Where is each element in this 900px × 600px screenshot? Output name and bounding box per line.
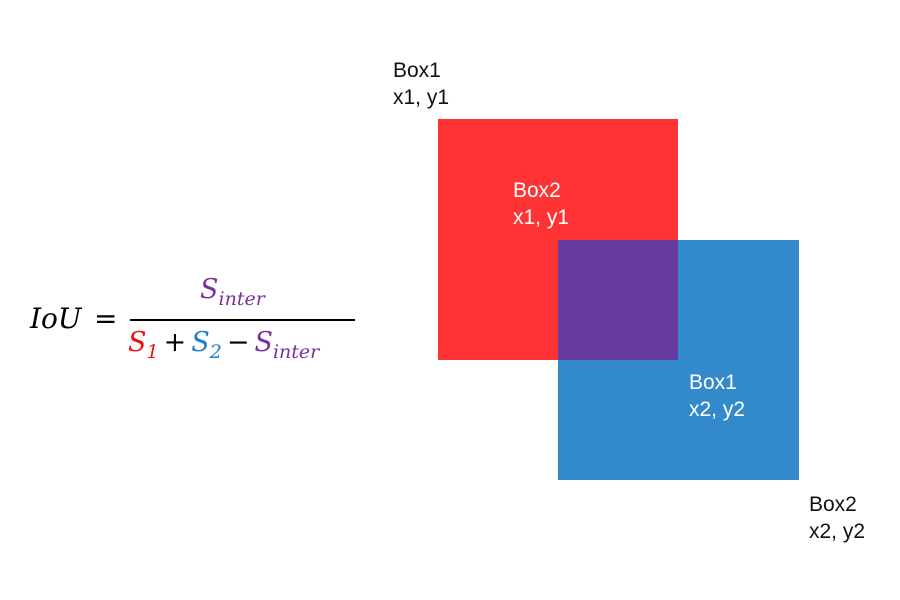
formula-numerator: Sinter bbox=[200, 274, 265, 310]
s-inter-subscript: inter bbox=[218, 288, 265, 310]
box2-top-left-label: Box2 x1, y1 bbox=[513, 177, 569, 231]
s1-subscript: 1 bbox=[146, 341, 159, 363]
s2-base: S bbox=[191, 327, 210, 358]
s1-base: S bbox=[128, 327, 147, 358]
s2-subscript: 2 bbox=[209, 341, 222, 363]
plus-operator: + bbox=[163, 327, 187, 358]
box1-bottom-right-coords: x2, y2 bbox=[689, 398, 746, 421]
box1-top-left-coords: x1, y1 bbox=[393, 86, 450, 109]
box2-bottom-right-name: Box2 bbox=[809, 493, 857, 516]
box1-top-left-label: Box1 x1, y1 bbox=[393, 57, 449, 111]
iou-formula: IoU = Sinter S1+S2−Sinter bbox=[30, 272, 360, 372]
formula-equals-sign: = bbox=[94, 302, 118, 335]
box2-bottom-right-coords: x2, y2 bbox=[809, 520, 866, 543]
box1-bottom-right-name: Box1 bbox=[689, 371, 737, 394]
s-inter-base: S bbox=[200, 274, 219, 305]
fraction-line bbox=[130, 319, 355, 321]
intersection-region bbox=[558, 240, 678, 360]
formula-denominator: S1+S2−Sinter bbox=[128, 327, 319, 363]
s-inter-base-denominator: S bbox=[254, 327, 273, 358]
formula-lhs: IoU bbox=[30, 302, 82, 335]
s-inter-subscript-denominator: inter bbox=[272, 341, 320, 363]
box1-bottom-right-label: Box1 x2, y2 bbox=[689, 369, 745, 423]
minus-operator: − bbox=[226, 327, 250, 358]
box2-bottom-right-label: Box2 x2, y2 bbox=[809, 491, 865, 545]
box2-top-left-coords: x1, y1 bbox=[513, 206, 570, 229]
box1-top-left-name: Box1 bbox=[393, 59, 441, 82]
box2-top-left-name: Box2 bbox=[513, 179, 561, 202]
